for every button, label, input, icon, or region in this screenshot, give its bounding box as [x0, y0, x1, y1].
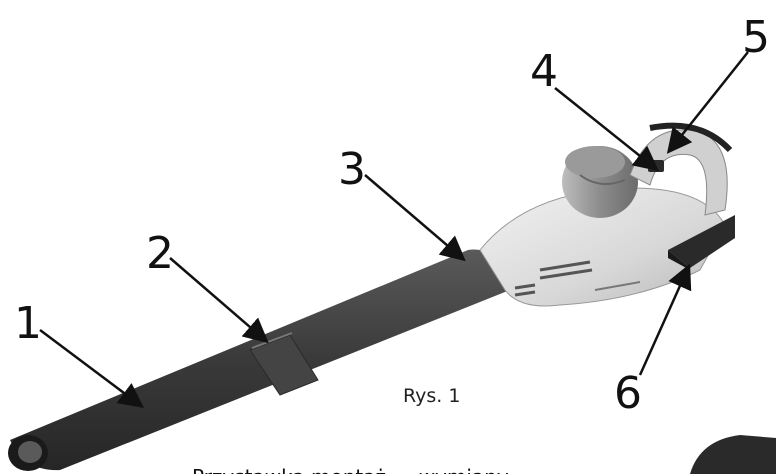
- callout-number-3: 3: [338, 144, 366, 195]
- bottom-cutoff-text: Przystawka montaż — wymiany: [192, 465, 509, 474]
- callout-number-1: 1: [14, 298, 42, 349]
- callout-number-5: 5: [742, 12, 770, 63]
- motor-cap: [562, 146, 638, 218]
- accessory-partial: [690, 435, 776, 474]
- trigger-switch: [648, 160, 664, 172]
- callout-arrow-4: [554, 87, 659, 172]
- figure-caption: Rys. 1: [403, 385, 460, 407]
- callout-number-2: 2: [146, 228, 174, 279]
- blower-tube: [8, 249, 510, 471]
- callout-labels: 1 2 3 4 5 6: [14, 12, 770, 419]
- callout-arrow-3: [364, 174, 466, 262]
- blower-body: [479, 187, 726, 307]
- callout-arrow-6: [638, 263, 692, 376]
- callout-arrow-2: [169, 257, 269, 344]
- callout-arrow-5: [666, 51, 749, 154]
- callout-number-6: 6: [614, 368, 642, 419]
- callout-arrows: [39, 51, 749, 408]
- callout-arrow-1: [39, 329, 144, 408]
- callout-number-4: 4: [530, 46, 558, 97]
